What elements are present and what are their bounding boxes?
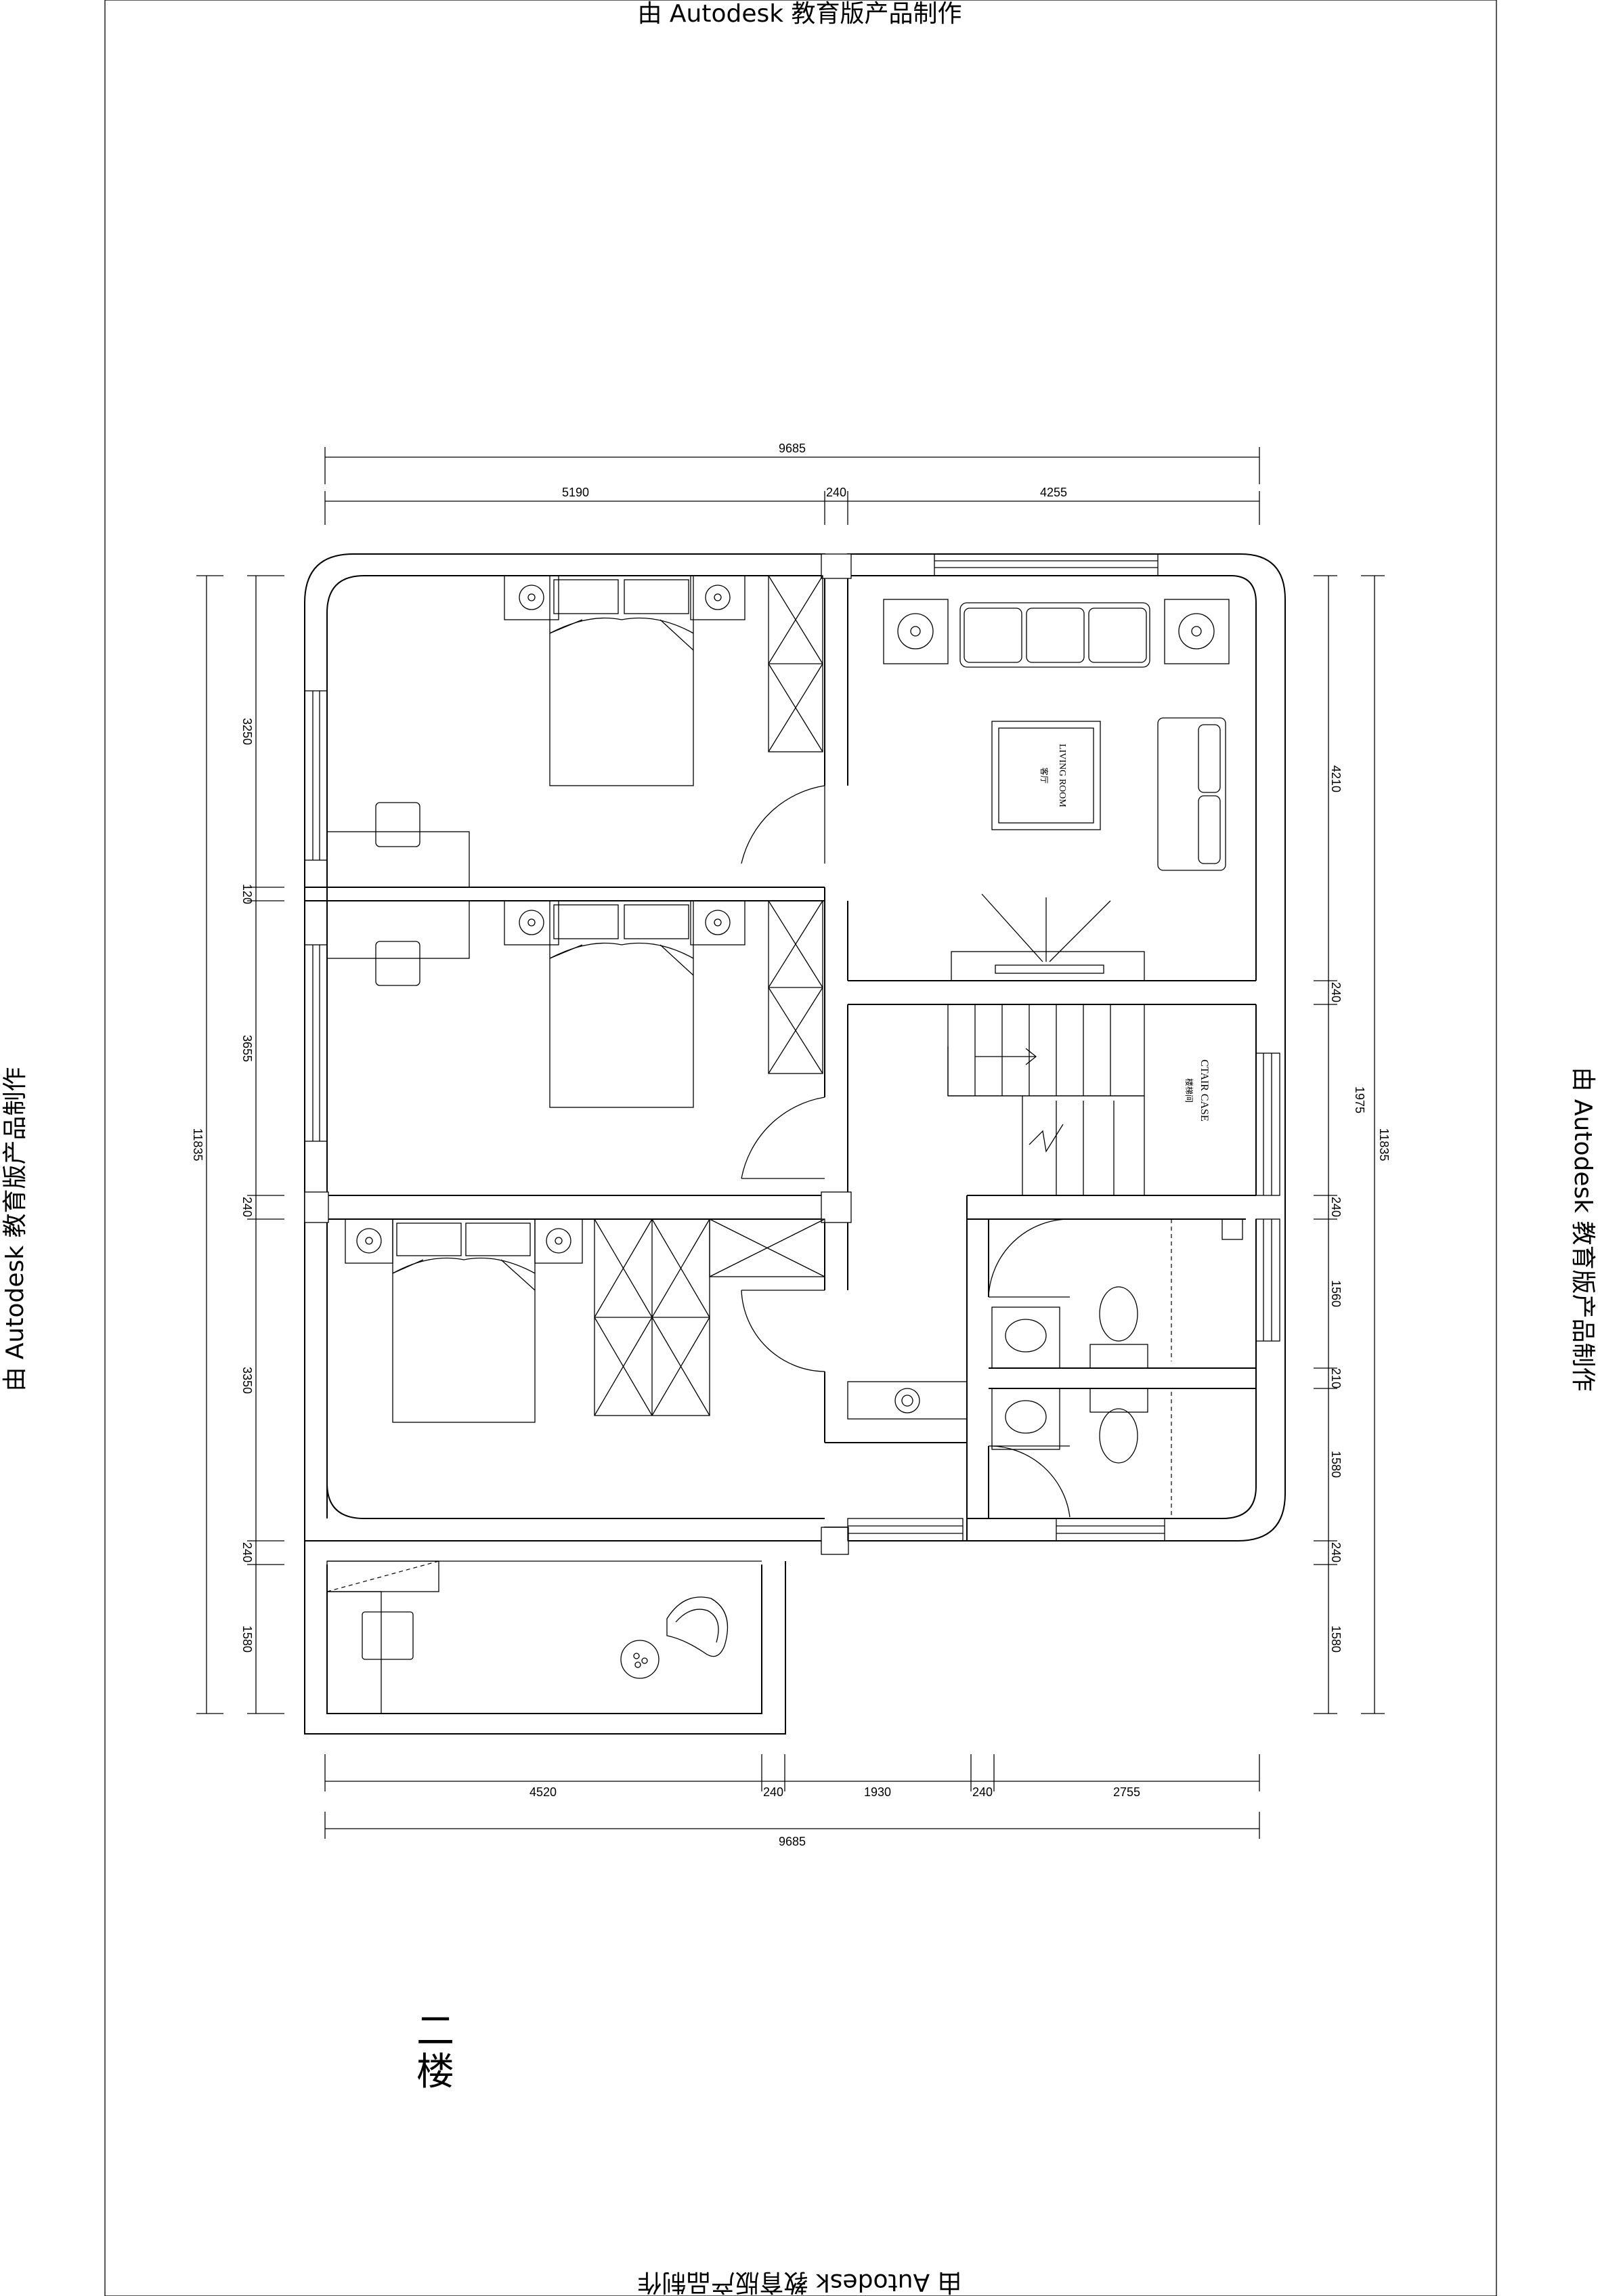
dim-right-total: 11835 xyxy=(1377,1128,1391,1162)
dimensions-bottom: 4520 240 1930 240 2755 9685 xyxy=(324,1754,1260,1848)
bathrooms xyxy=(894,1218,1243,1518)
toilet xyxy=(1099,1286,1138,1342)
side-table xyxy=(883,599,949,664)
dim-right-seg-1: 4210 xyxy=(1329,765,1343,792)
column-bottom xyxy=(821,1527,849,1555)
dim-left-seg-4: 240 xyxy=(240,1197,254,1217)
dim-left-seg-6: 240 xyxy=(240,1542,254,1562)
dim-bottom-seg-1: 4520 xyxy=(529,1785,557,1799)
dim-right-seg-8: 240 xyxy=(1329,1542,1343,1562)
terrace-cabinet xyxy=(326,1560,439,1592)
bedroom-3 xyxy=(345,1218,825,1423)
floor-drain xyxy=(1221,1218,1243,1240)
lounge-chair xyxy=(666,1596,729,1657)
tv-cabinet xyxy=(951,951,1145,981)
staircase: CTAIR CASE 楼梯间 xyxy=(947,1004,1210,1195)
staircase-label-en: CTAIR CASE xyxy=(1198,1059,1210,1122)
desk xyxy=(326,900,470,959)
dim-top-seg-3: 4255 xyxy=(1040,486,1067,499)
column-top xyxy=(821,553,852,579)
bedroom-1 xyxy=(326,575,825,888)
lamp-icon xyxy=(705,584,731,610)
bedroom-2 xyxy=(326,900,825,1179)
double-bed xyxy=(549,900,694,1108)
nightstand xyxy=(690,575,745,620)
terrace xyxy=(326,1560,729,1714)
dim-bottom-seg-5: 2755 xyxy=(1113,1785,1140,1799)
dim-bottom-seg-2: 240 xyxy=(763,1785,783,1799)
washbasin xyxy=(991,1306,1060,1369)
corridor-niche xyxy=(847,1381,968,1420)
dim-right-seg-9: 1580 xyxy=(1329,1625,1343,1653)
stair-flight-upper xyxy=(947,1004,1145,1097)
watermark-top: 由 Autodesk 教育版产品制作 xyxy=(637,0,961,28)
terrace-bench xyxy=(326,1591,382,1714)
dim-top-total: 9685 xyxy=(779,442,806,455)
dim-bottom-seg-4: 240 xyxy=(972,1785,993,1799)
three-seat-sofa xyxy=(959,602,1150,668)
dim-right-seg-3: 1975 xyxy=(1353,1086,1366,1113)
lamp-icon xyxy=(705,910,731,935)
coffee-table xyxy=(991,721,1101,830)
dim-right-seg-5: 1560 xyxy=(1329,1280,1343,1307)
dim-top-seg-2: 240 xyxy=(826,486,846,499)
toilet xyxy=(1099,1408,1138,1464)
nightstand xyxy=(534,1218,583,1264)
double-bed xyxy=(549,575,694,786)
dimensions-top: 9685 5190 240 4255 xyxy=(324,442,1260,525)
desk xyxy=(326,831,470,888)
tv xyxy=(995,964,1104,974)
nightstand xyxy=(504,900,559,945)
dim-left-seg-1: 3250 xyxy=(240,718,254,745)
dimensions-left: 11835 3250 120 3655 240 3350 240 1580 xyxy=(191,575,284,1714)
dim-top-seg-1: 5190 xyxy=(562,486,589,499)
lamp-icon xyxy=(546,1228,571,1254)
dim-bottom-total: 9685 xyxy=(779,1835,806,1848)
plant-icon xyxy=(894,1388,920,1413)
round-table xyxy=(620,1640,660,1679)
floor-title: 二楼 xyxy=(416,2010,454,2094)
living-room: LIVING ROOM 客厅 xyxy=(883,599,1230,981)
windows xyxy=(304,553,1280,1542)
lamp-icon xyxy=(519,910,544,935)
dim-bottom-seg-3: 1930 xyxy=(864,1785,891,1799)
dim-right-seg-4: 240 xyxy=(1329,1197,1343,1217)
nightstand xyxy=(504,575,559,620)
sheet-border xyxy=(104,0,1497,2296)
lamp-icon xyxy=(519,584,544,610)
staircase-label-cn: 楼梯间 xyxy=(1184,1078,1194,1103)
dimensions-right: 11835 4210 240 1975 240 1560 210 1580 24… xyxy=(1314,575,1391,1714)
nightstand xyxy=(690,900,745,945)
cabinet xyxy=(709,1218,825,1277)
lamp-icon xyxy=(897,613,934,650)
dim-left-total: 11835 xyxy=(191,1128,204,1162)
living-room-label-en: LIVING ROOM xyxy=(1057,744,1067,807)
chair xyxy=(375,941,420,986)
dim-left-seg-3: 3655 xyxy=(240,1035,254,1062)
dim-left-seg-5: 3350 xyxy=(240,1367,254,1394)
nightstand xyxy=(345,1218,393,1264)
column-left xyxy=(304,1191,329,1223)
side-table xyxy=(1164,599,1230,664)
dim-left-seg-2: 120 xyxy=(240,884,254,904)
watermark-left: 由 Autodesk 教育版产品制作 xyxy=(1,1067,29,1391)
column-middle xyxy=(821,1191,852,1223)
watermark-right: 由 Autodesk 教育版产品制作 xyxy=(1569,1067,1597,1391)
lamp-icon xyxy=(356,1228,382,1254)
watermark-bottom: 由 Autodesk 教育版产品制作 xyxy=(637,2268,961,2296)
chair xyxy=(375,802,420,847)
armchair-sofa xyxy=(1157,717,1226,871)
washbasin xyxy=(991,1388,1060,1450)
walls xyxy=(304,553,1286,1735)
chair xyxy=(362,1611,414,1660)
living-room-label-cn: 客厅 xyxy=(1039,767,1050,784)
lamp-icon xyxy=(1178,613,1215,650)
dim-right-seg-2: 240 xyxy=(1329,982,1343,1002)
dim-right-seg-7: 1580 xyxy=(1329,1451,1343,1478)
dim-left-seg-7: 1580 xyxy=(240,1625,254,1653)
dim-right-seg-6: 210 xyxy=(1329,1368,1343,1388)
double-bed xyxy=(392,1218,536,1423)
